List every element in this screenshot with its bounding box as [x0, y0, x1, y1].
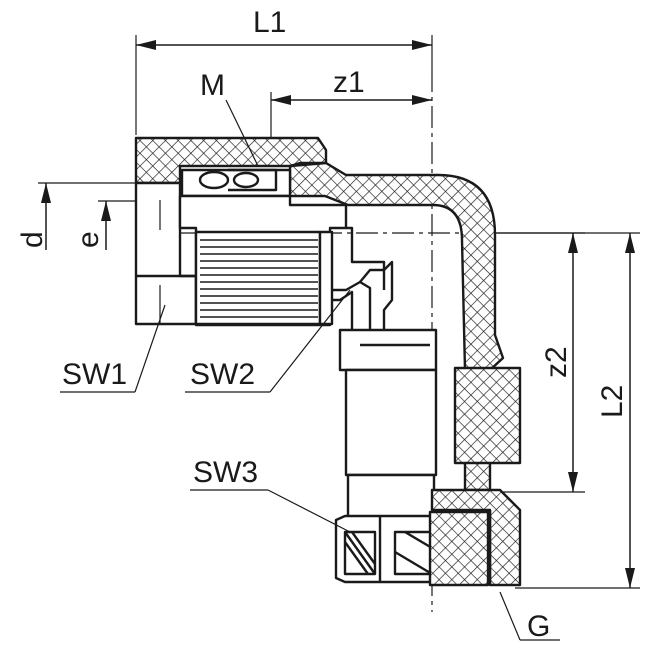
- label-g: G: [527, 610, 550, 643]
- thread-g-section: [428, 488, 522, 587]
- label-m: M: [200, 69, 225, 102]
- dimension-z1: [270, 92, 432, 160]
- leader-lines: [60, 99, 560, 641]
- seal-ring-area: [180, 168, 292, 198]
- vertical-outlet: [338, 328, 438, 519]
- label-sw3: SW3: [193, 456, 258, 489]
- label-sw2: SW2: [190, 358, 255, 391]
- dimension-l2: [492, 232, 640, 589]
- label-z1: z1: [333, 66, 365, 99]
- label-l1: L1: [253, 6, 286, 39]
- label-sw1: SW1: [62, 358, 127, 391]
- outlet-nut-sw3: [334, 514, 434, 584]
- label-l2: L2: [596, 385, 629, 418]
- label-d: d: [16, 231, 49, 248]
- knurled-grip: [194, 230, 334, 326]
- dimension-l1: [135, 35, 433, 135]
- elbow-body: [288, 161, 522, 492]
- knurl-lines: [200, 239, 318, 318]
- label-e: e: [72, 231, 105, 248]
- label-z2: z2: [540, 346, 573, 378]
